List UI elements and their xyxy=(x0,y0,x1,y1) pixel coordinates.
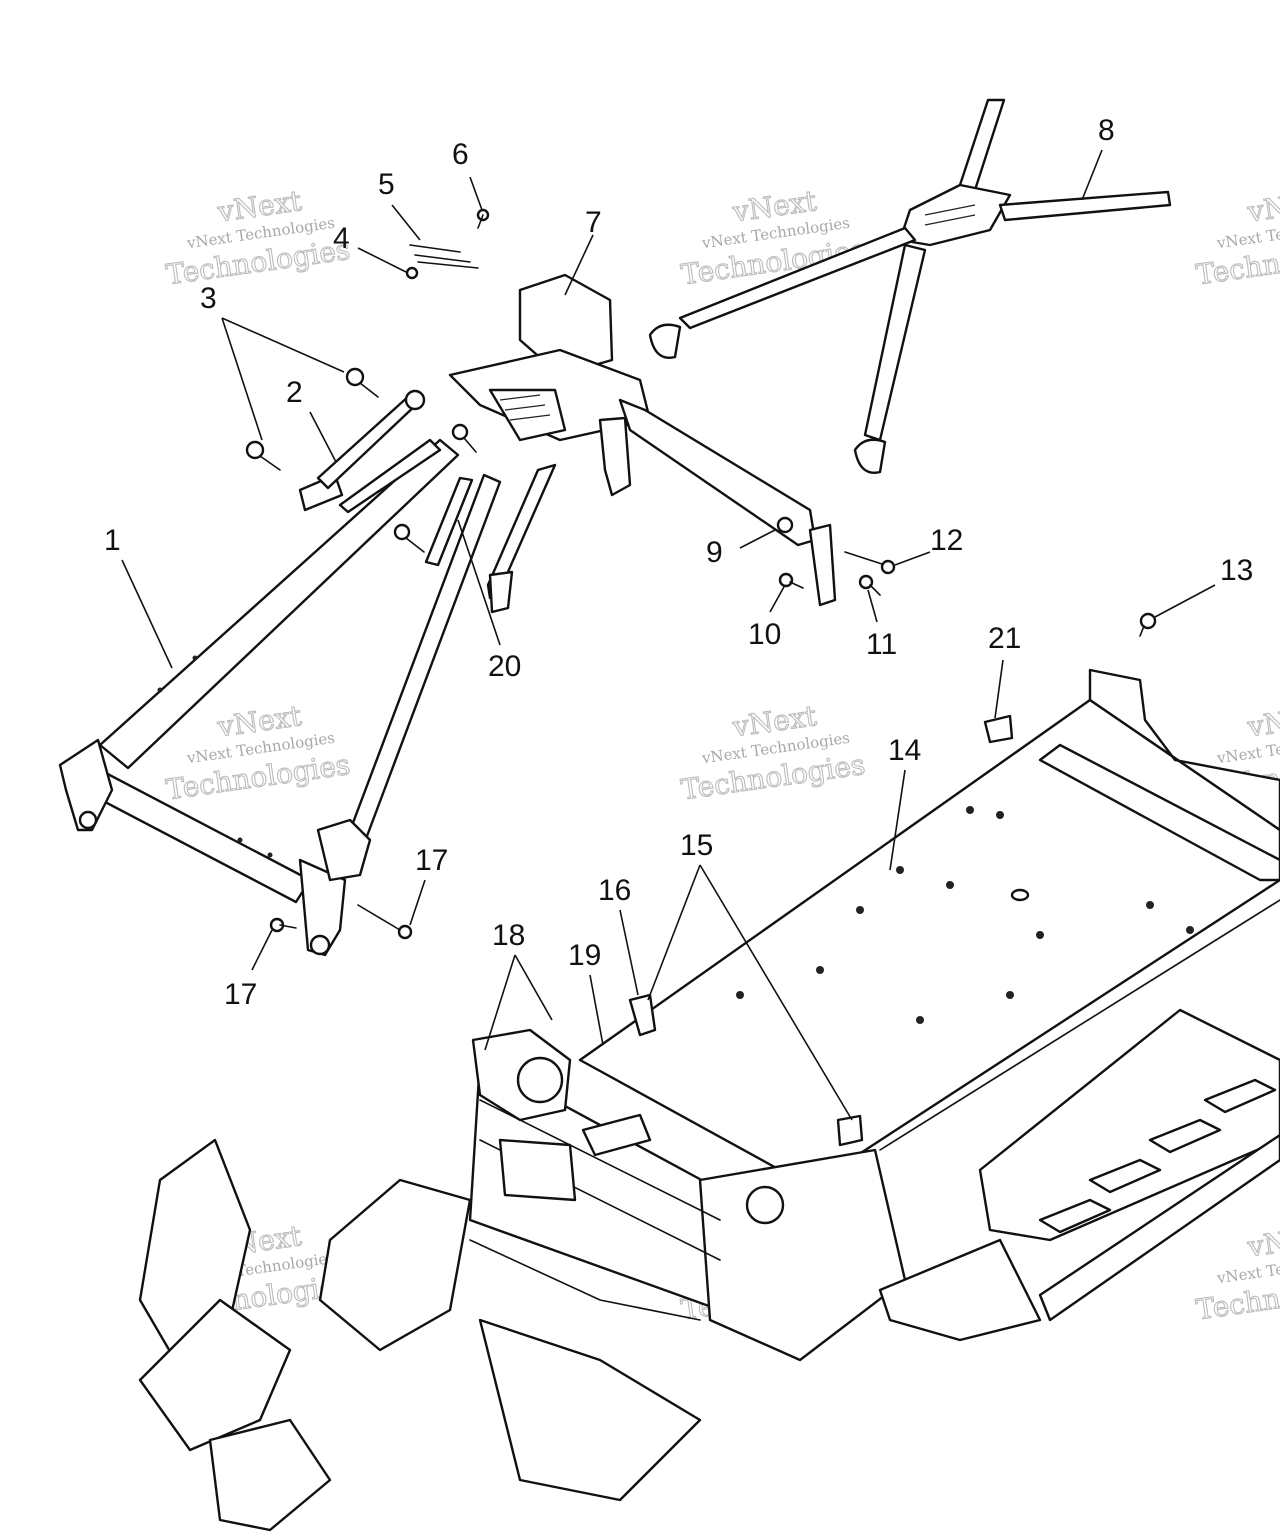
part-21-bumper[interactable] xyxy=(983,714,1014,744)
leader-lines xyxy=(121,149,1216,1121)
part-17-bolt-b[interactable] xyxy=(357,904,413,940)
callout-labels: 1 2 3 4 5 6 7 8 9 10 11 12 13 14 15 16 1… xyxy=(104,114,1253,1011)
callout-11: 11 xyxy=(866,628,897,661)
callout-15: 15 xyxy=(680,829,713,862)
callout-1: 1 xyxy=(104,524,121,557)
part-15-bracket[interactable] xyxy=(628,993,864,1147)
part-5-clip[interactable] xyxy=(409,244,479,269)
callout-18: 18 xyxy=(492,919,525,952)
callout-3: 3 xyxy=(200,282,217,315)
watermark-vnext: vNext xyxy=(1245,184,1280,229)
callout-10: 10 xyxy=(748,618,781,651)
callout-13: 13 xyxy=(1220,554,1253,587)
bolt-20[interactable] xyxy=(393,423,477,553)
part-handlebar-tube[interactable] xyxy=(648,98,1172,474)
part-harness-right[interactable] xyxy=(486,463,557,614)
part-6-screw[interactable] xyxy=(476,208,490,229)
part-19-plate[interactable] xyxy=(581,1113,652,1157)
part-13-bolt[interactable] xyxy=(1139,612,1157,637)
watermark-vnext: vNext xyxy=(1245,699,1280,744)
callout-5: 5 xyxy=(378,168,395,201)
part-front-bulkhead[interactable] xyxy=(138,1028,907,1532)
callout-9: 9 xyxy=(706,536,723,569)
callout-12: 12 xyxy=(930,524,963,557)
part-front-a-frame[interactable] xyxy=(58,438,460,957)
callout-14: 14 xyxy=(888,734,921,767)
part-running-board[interactable] xyxy=(878,1008,1280,1342)
callout-19: 19 xyxy=(568,939,601,972)
callout-20: 20 xyxy=(488,650,521,683)
part-11-bolt[interactable] xyxy=(858,574,881,596)
callout-6: 6 xyxy=(452,138,469,171)
bolt-3a[interactable] xyxy=(245,440,281,471)
part-steering-bracket[interactable] xyxy=(448,273,837,607)
part-9-nut[interactable] xyxy=(776,516,794,534)
part-17-bolt-a[interactable] xyxy=(269,917,297,933)
part-harness-2[interactable] xyxy=(298,389,442,514)
part-12-bolt[interactable] xyxy=(844,551,896,575)
callout-2: 2 xyxy=(286,376,303,409)
callout-21: 21 xyxy=(988,622,1021,655)
watermark-vnext: vNext xyxy=(1245,1219,1280,1264)
callout-8: 8 xyxy=(1098,114,1115,147)
callout-16: 16 xyxy=(598,874,631,907)
part-rear-strut[interactable] xyxy=(316,473,502,882)
callout-17-top: 17 xyxy=(415,844,448,877)
callout-4: 4 xyxy=(333,222,350,255)
part-4-nut[interactable] xyxy=(405,266,419,280)
callout-17-bottom: 17 xyxy=(224,978,257,1011)
callout-7: 7 xyxy=(585,206,602,239)
part-10-bolt[interactable] xyxy=(778,572,804,589)
bolt-3b[interactable] xyxy=(345,367,379,398)
